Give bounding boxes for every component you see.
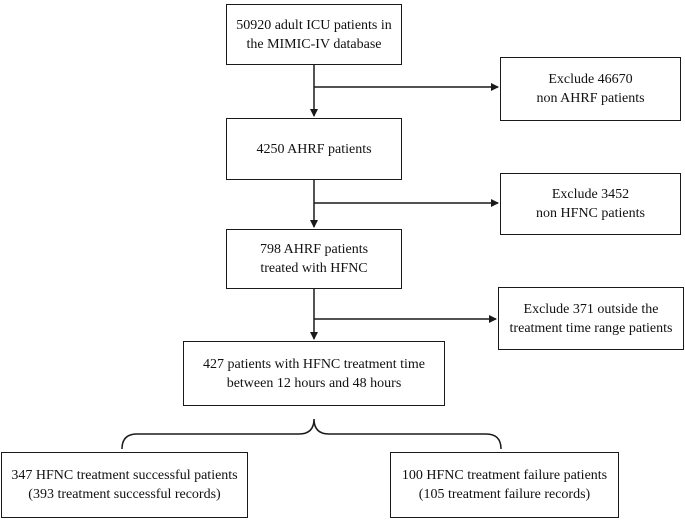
- box-time-range: 427 patients with HFNC treatment time be…: [183, 341, 445, 406]
- box-all-patients-line2: the MIMIC-IV database: [246, 36, 382, 52]
- box-exclude-ahrf: Exclude 46670 non AHRF patients: [500, 57, 681, 121]
- box-failure-line2: (105 treatment failure records): [418, 487, 591, 502]
- box-failure-line1: 100 HFNC treatment failure patients: [401, 468, 608, 483]
- box-ahrf-hfnc: 798 AHRF patients treated with HFNC: [226, 229, 402, 289]
- split-brace: [121, 418, 502, 450]
- box-exclude-hfnc-line2: non HFNC patients: [536, 206, 645, 221]
- box-exclude-ahrf-line1: Exclude 46670: [548, 72, 633, 87]
- box-exclude-time-line2: treatment time range patients: [509, 320, 673, 336]
- box-exclude-ahrf-line2: non AHRF patients: [536, 91, 645, 106]
- box-all-patients-line1: 50920 adult ICU patients in: [236, 17, 392, 33]
- box-all-patients: 50920 adult ICU patients in the MIMIC-IV…: [226, 4, 402, 65]
- box-failure: 100 HFNC treatment failure patients (105…: [390, 452, 619, 518]
- box-exclude-hfnc-line1: Exclude 3452: [551, 187, 630, 202]
- box-ahrf-patients-line1: 4250 AHRF patients: [256, 141, 372, 157]
- box-exclude-time-line1: Exclude 371 outside the: [523, 301, 659, 317]
- box-time-range-line2: between 12 hours and 48 hours: [226, 375, 402, 391]
- box-ahrf-hfnc-line1: 798 AHRF patients: [259, 242, 369, 257]
- box-success-line1: 347 HFNC treatment successful patients: [11, 468, 238, 483]
- box-success: 347 HFNC treatment successful patients (…: [1, 452, 248, 518]
- box-success-line2: (393 treatment successful records): [28, 487, 221, 502]
- box-ahrf-patients: 4250 AHRF patients: [226, 118, 402, 180]
- box-time-range-line1: 427 patients with HFNC treatment time: [202, 356, 426, 372]
- box-ahrf-hfnc-line2: treated with HFNC: [260, 261, 368, 276]
- box-exclude-time: Exclude 371 outside the treatment time r…: [498, 287, 684, 350]
- box-exclude-hfnc: Exclude 3452 non HFNC patients: [500, 173, 681, 235]
